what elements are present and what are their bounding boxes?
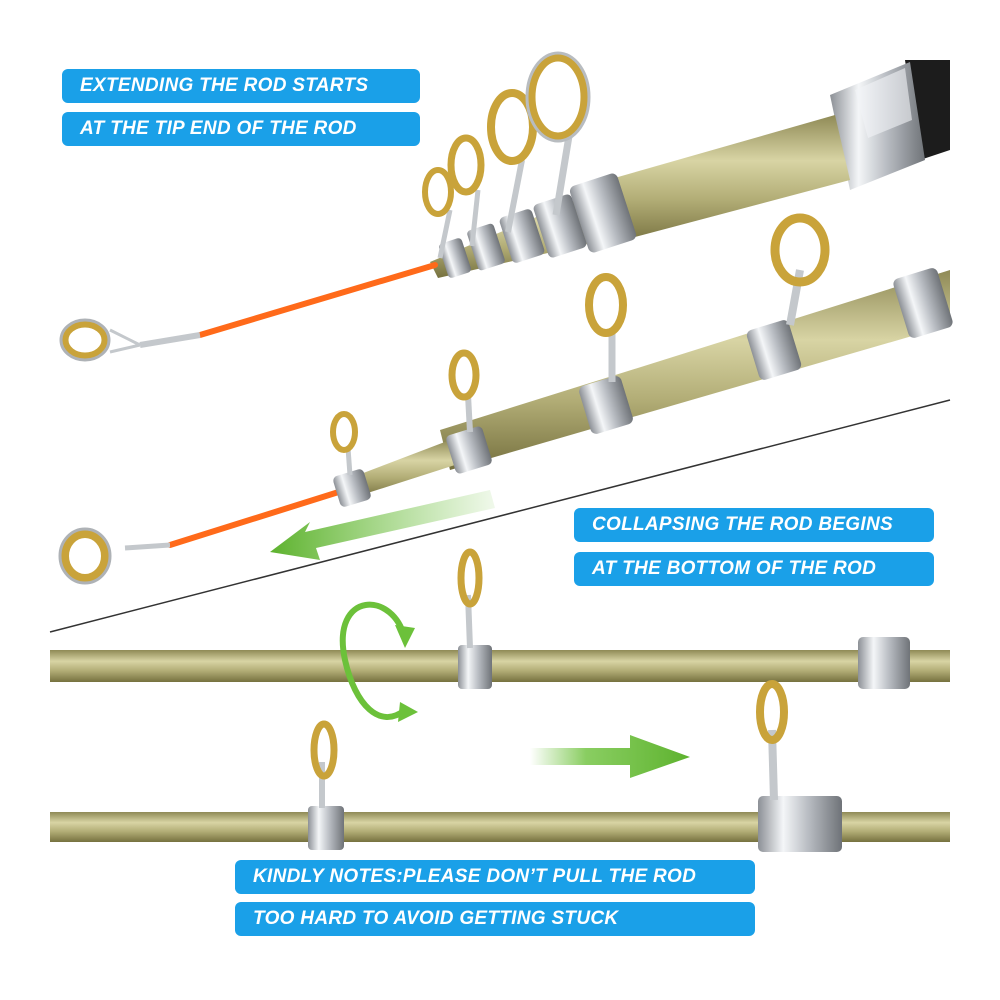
lower-rod2-ferrule-right bbox=[758, 796, 842, 852]
rod-mid-thin-section bbox=[345, 440, 455, 498]
lower-rod2-guide-ring-right bbox=[756, 680, 788, 744]
push-direction-arrow bbox=[530, 735, 690, 778]
rod-butt-section bbox=[590, 115, 850, 245]
collapse-direction-arrow bbox=[270, 490, 495, 560]
rod-tip-orange bbox=[197, 262, 438, 338]
caption-note-line1: KINDLY NOTES:PLEASE DON’T PULL THE ROD bbox=[235, 860, 755, 894]
caption-extend-line1: EXTENDING THE ROD STARTS bbox=[62, 69, 420, 103]
rod-ferrules bbox=[439, 173, 637, 278]
lower-rod-rotate bbox=[50, 548, 950, 722]
rod-handle bbox=[830, 60, 950, 190]
lower-rod2-ferrule-left bbox=[308, 806, 344, 850]
rod-mid-tip-orange bbox=[167, 487, 348, 548]
tip-guide bbox=[59, 318, 201, 362]
caption-collapse-line1: COLLAPSING THE ROD BEGINS bbox=[574, 508, 934, 542]
rod-mid-ferrules bbox=[333, 268, 953, 507]
lower-rod-guide-ring bbox=[457, 548, 483, 608]
rod-mid-guide-rings bbox=[58, 213, 830, 585]
rotate-arrow-icon bbox=[339, 601, 408, 720]
rod-mid-thick-section bbox=[440, 270, 950, 470]
lower-rod-ferrule-left bbox=[458, 645, 492, 689]
lower-rod-ferrule-right bbox=[858, 637, 910, 689]
lower-rod-push bbox=[50, 680, 950, 852]
top-rod bbox=[59, 51, 950, 362]
caption-note-line2: TOO HARD TO AVOID GETTING STUCK bbox=[235, 902, 755, 936]
middle-rod bbox=[58, 213, 953, 585]
lower-rod2-guide-ring-left bbox=[310, 720, 338, 780]
caption-collapse-line2: AT THE BOTTOM OF THE ROD bbox=[574, 552, 934, 586]
caption-extend-line2: AT THE TIP END OF THE ROD bbox=[62, 112, 420, 146]
rod-guide-rings bbox=[422, 51, 591, 259]
section-divider bbox=[49, 399, 951, 633]
